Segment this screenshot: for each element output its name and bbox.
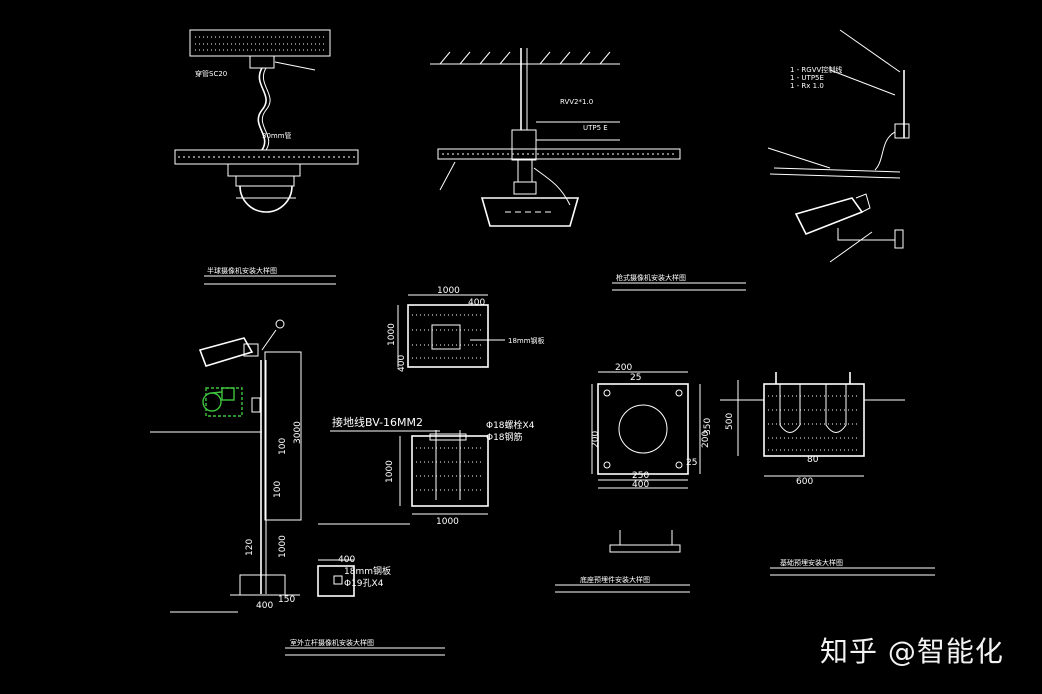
- dim-400b: 400: [397, 355, 407, 372]
- label-hole19: Φ19孔X4: [344, 578, 384, 589]
- bullet-camera-icon: [480, 197, 580, 227]
- dim-200a: 200: [615, 363, 632, 373]
- junction-box: [249, 55, 275, 69]
- dim-100a: 100: [278, 438, 288, 455]
- dim-3000: 3000: [293, 421, 303, 444]
- dim-400c: 400: [632, 480, 649, 490]
- dim-1000b: 1000: [387, 323, 397, 346]
- foundation-section: 500 80 600 200 基础预埋安装大样图: [701, 372, 935, 576]
- label-plate18: 18mm钢板: [344, 565, 391, 577]
- dim-1000c: 1000: [278, 535, 288, 558]
- dim-400d: 400: [256, 601, 273, 611]
- watermark: 知乎 @智能化: [820, 635, 1004, 668]
- wall-camera-icon: [794, 197, 864, 236]
- title-pole: 室外立杆摄像机安装大样图: [290, 638, 374, 647]
- label-sc20: 穿管SC20: [195, 69, 227, 78]
- dim-80: 80: [807, 455, 819, 465]
- label-bolt18: Φ18螺栓X4: [486, 419, 535, 431]
- label-rebar18: Φ18钢筋: [486, 431, 523, 443]
- dim-25b: 25: [686, 458, 697, 468]
- legend-1: 1 - RGVV控制线: [790, 65, 842, 74]
- base-section: 1000 1000 接地线BV-16MM2 Φ18螺栓X4 Φ18钢筋: [318, 415, 535, 527]
- equipment-box: [264, 351, 302, 521]
- small-plate: 400 18mm钢板 Φ19孔X4: [317, 555, 391, 597]
- label-rvv: RVV2*1.0: [560, 98, 593, 106]
- dim-150: 150: [278, 595, 295, 605]
- dim-120: 120: [245, 539, 255, 556]
- wall-bullet-detail: 1 - RGVV控制线 1 - UTP5E 1 - Rx 1.0: [767, 29, 910, 263]
- flex-conduit: [257, 67, 267, 151]
- label-bv16: 接地线BV-16MM2: [332, 415, 423, 429]
- dim-1000a: 1000: [437, 286, 460, 296]
- dim-400a: 400: [468, 298, 485, 308]
- dim-350: 350: [703, 418, 713, 435]
- title-embed: 底座预埋件安装大样图: [580, 575, 650, 584]
- dim-1000e: 1000: [436, 517, 459, 527]
- dim-1000d: 1000: [385, 460, 395, 483]
- dim-100b: 100: [273, 481, 283, 498]
- ceiling-board: [174, 149, 359, 165]
- label-18mm: 18mm钢板: [508, 336, 545, 345]
- title-bullet: 枪式摄像机安装大样图: [616, 273, 686, 282]
- title-foundation: 基础预埋安装大样图: [780, 558, 843, 567]
- base-plan: 1000 400 1000 400 18mm钢板: [387, 286, 545, 372]
- dim-200c: 200: [701, 431, 711, 448]
- ceiling-line: [437, 148, 681, 160]
- dome-camera-detail: 穿管SC20 30mm管 半球摄像机安装大样图: [174, 29, 359, 285]
- embed-plate-plan: 200 25 200 350 25 250 400 底座预埋件安装大样图: [555, 363, 713, 593]
- dim-25a: 25: [630, 373, 641, 383]
- label-30mm: 30mm管: [262, 131, 292, 140]
- bullet-ceiling-detail: RVV2*1.0 UTP5 E 枪式摄像机安装大样图: [430, 48, 746, 291]
- slab-top: [189, 29, 331, 57]
- pole-camera-detail: 3000 100 100 120 1000 150 400 室外立杆摄像机安装大…: [150, 319, 445, 656]
- dim-250: 250: [632, 471, 649, 481]
- dim-500: 500: [725, 413, 735, 430]
- ptz-camera-icon: [202, 387, 243, 417]
- label-utp: UTP5 E: [583, 124, 608, 132]
- dim-600: 600: [796, 477, 813, 487]
- legend-3: 1 - Rx 1.0: [790, 82, 824, 90]
- dim-200b: 200: [591, 431, 601, 448]
- legend-2: 1 - UTP5E: [790, 74, 824, 82]
- dim-400e: 400: [338, 555, 355, 565]
- title-dome: 半球摄像机安装大样图: [207, 266, 277, 275]
- dome-camera-icon: [239, 185, 293, 213]
